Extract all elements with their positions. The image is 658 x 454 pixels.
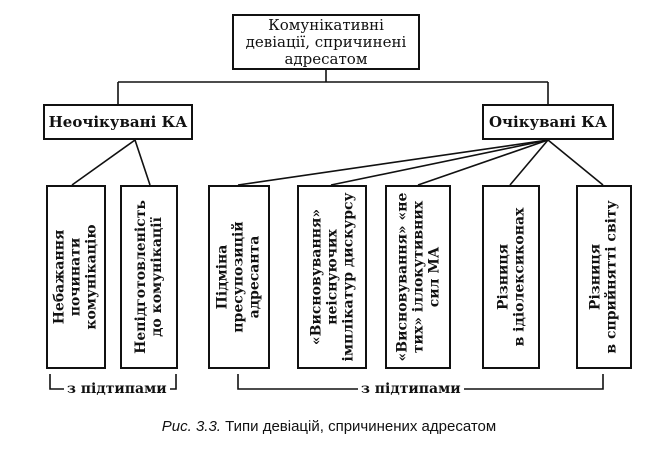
left-subtypes-label: з підтипами [64,381,170,397]
leaf-text-line: імплікатур дискурсу [340,192,357,362]
leaf-text-line: Небажання [52,229,68,325]
leaf-text-line: тих» іллокутивних [410,200,426,354]
leaf-text-line: Підміна [215,244,232,310]
caption-prefix: Рис. 3.3. [161,418,221,435]
leaf-text-line: починати [68,237,84,317]
leaf-wrong-illocutionary-forces: «Висновування» «не тих» іллокутивних сил… [385,185,451,369]
leaf-world-perception-difference: Різниця в сприйнятті світу [576,185,632,369]
root-node: Комунікативні девіації, спричинені адрес… [232,14,420,70]
leaf-text-line: в сприйнятті світу [604,200,620,354]
root-line-3: адресатом [284,49,368,68]
unexpected-ka-title: Неочікувані КА [48,113,188,131]
leaf-presupposition-substitution: Підміна пресупозицій адресанта [208,185,270,369]
root-line-1: Комунікативні [268,15,384,34]
leaf-text-line: «Висновування» [308,208,325,346]
expected-ka-node: Очікувані КА [482,104,614,140]
expected-ka-title: Очікувані КА [488,113,608,131]
right-subtypes-label: з підтипами [358,381,464,397]
unexpected-ka-node: Неочікувані КА [43,104,193,140]
leaf-text-line: неіснуючих [324,229,341,325]
leaf-text-line: «Висновування» «не [394,192,410,362]
leaf-text-line: адресанта [247,235,264,319]
caption-text: Типи девіацій, спричинених адресатом [225,418,497,435]
leaf-nonexistent-implicatures: «Висновування» неіснуючих імплікатур дис… [297,185,367,369]
leaf-text-line: в ідіолексиконах [511,207,528,347]
leaf-text-line: пресупозицій [231,221,248,333]
figure-caption: Рис. 3.3. Типи девіацій, спричинених адр… [0,418,658,435]
root-line-2: девіації, спричинені [245,32,407,51]
leaf-text-line: комунікацію [84,224,100,330]
leaf-text-line: Непідготовленість [133,200,150,354]
leaf-text-line: до комунікації [149,217,166,337]
leaf-unwillingness: Небажання починати комунікацію [46,185,106,369]
leaf-text-line: Різниця [495,243,512,311]
leaf-idiolexicon-difference: Різниця в ідіолексиконах [482,185,540,369]
leaf-text-line: сил МА [426,246,442,308]
leaf-unpreparedness: Непідготовленість до комунікації [120,185,178,369]
leaf-text-line: Різниця [588,243,604,311]
